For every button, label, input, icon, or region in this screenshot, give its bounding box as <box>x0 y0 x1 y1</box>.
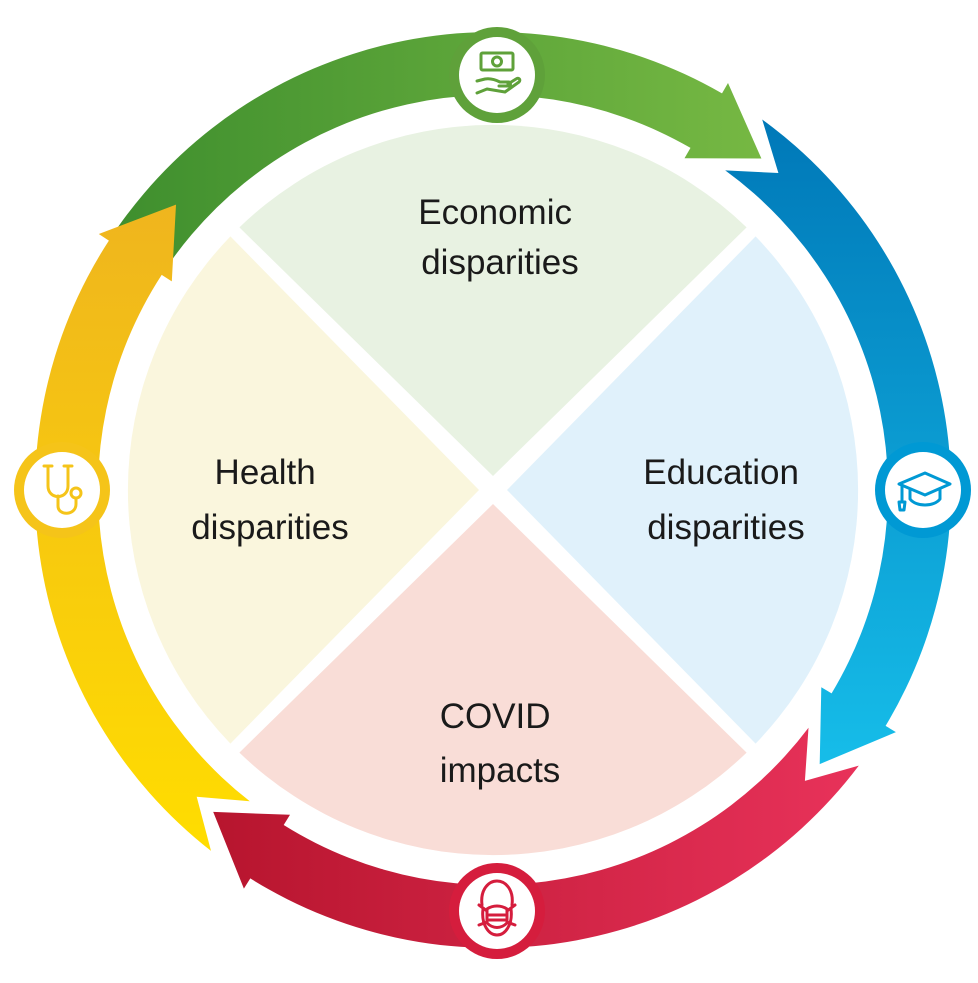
health-segment <box>127 236 479 744</box>
economic-arc <box>117 32 762 264</box>
stethoscope-icon <box>42 464 83 515</box>
health-arc <box>35 204 250 851</box>
health-label: Health disparities <box>191 453 349 547</box>
covid-label: COVID impacts <box>440 697 561 790</box>
covid-arc <box>213 727 859 948</box>
labels: Economic disparities Education dispariti… <box>191 193 808 790</box>
money-hand-icon <box>475 51 522 95</box>
face-mask-icon <box>477 879 517 937</box>
covid-segment <box>239 504 747 856</box>
economic-label: Economic disparities <box>418 193 581 282</box>
graduation-cap-icon <box>897 471 952 512</box>
graduation-cap-badge <box>875 442 971 538</box>
education-label: Education disparities <box>643 453 808 547</box>
arc-ring <box>35 32 952 948</box>
education-segment <box>507 236 859 744</box>
money-hand-badge <box>449 27 545 123</box>
segments <box>127 124 859 856</box>
face-mask-badge <box>449 863 545 959</box>
education-arc <box>725 119 952 765</box>
stethoscope-badge <box>14 442 110 538</box>
economic-segment <box>239 124 747 477</box>
